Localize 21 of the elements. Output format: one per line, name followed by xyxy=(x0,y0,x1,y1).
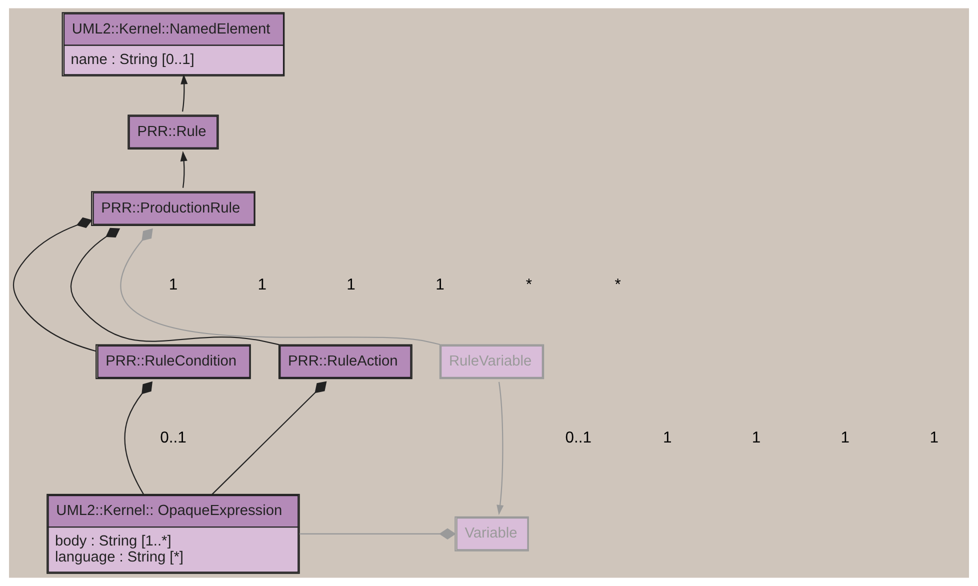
arrow xyxy=(180,151,188,188)
connector xyxy=(70,228,279,346)
connector xyxy=(124,381,153,494)
connector xyxy=(300,528,456,540)
label: * xyxy=(614,276,621,294)
arrow xyxy=(496,382,504,516)
label: 1 xyxy=(930,429,938,446)
label: 0..1 xyxy=(160,429,186,446)
label: * xyxy=(526,276,532,294)
connector xyxy=(212,381,327,495)
label: 1 xyxy=(436,276,444,294)
connector xyxy=(12,217,96,352)
label: 1 xyxy=(752,429,761,446)
label: 1 xyxy=(840,429,850,446)
label: 1 xyxy=(346,276,356,294)
label: 1 xyxy=(662,429,672,446)
label: 0..1 xyxy=(565,429,592,446)
arrow xyxy=(180,74,188,112)
connector xyxy=(120,228,440,346)
label: 1 xyxy=(168,276,178,294)
label: 1 xyxy=(258,276,267,294)
